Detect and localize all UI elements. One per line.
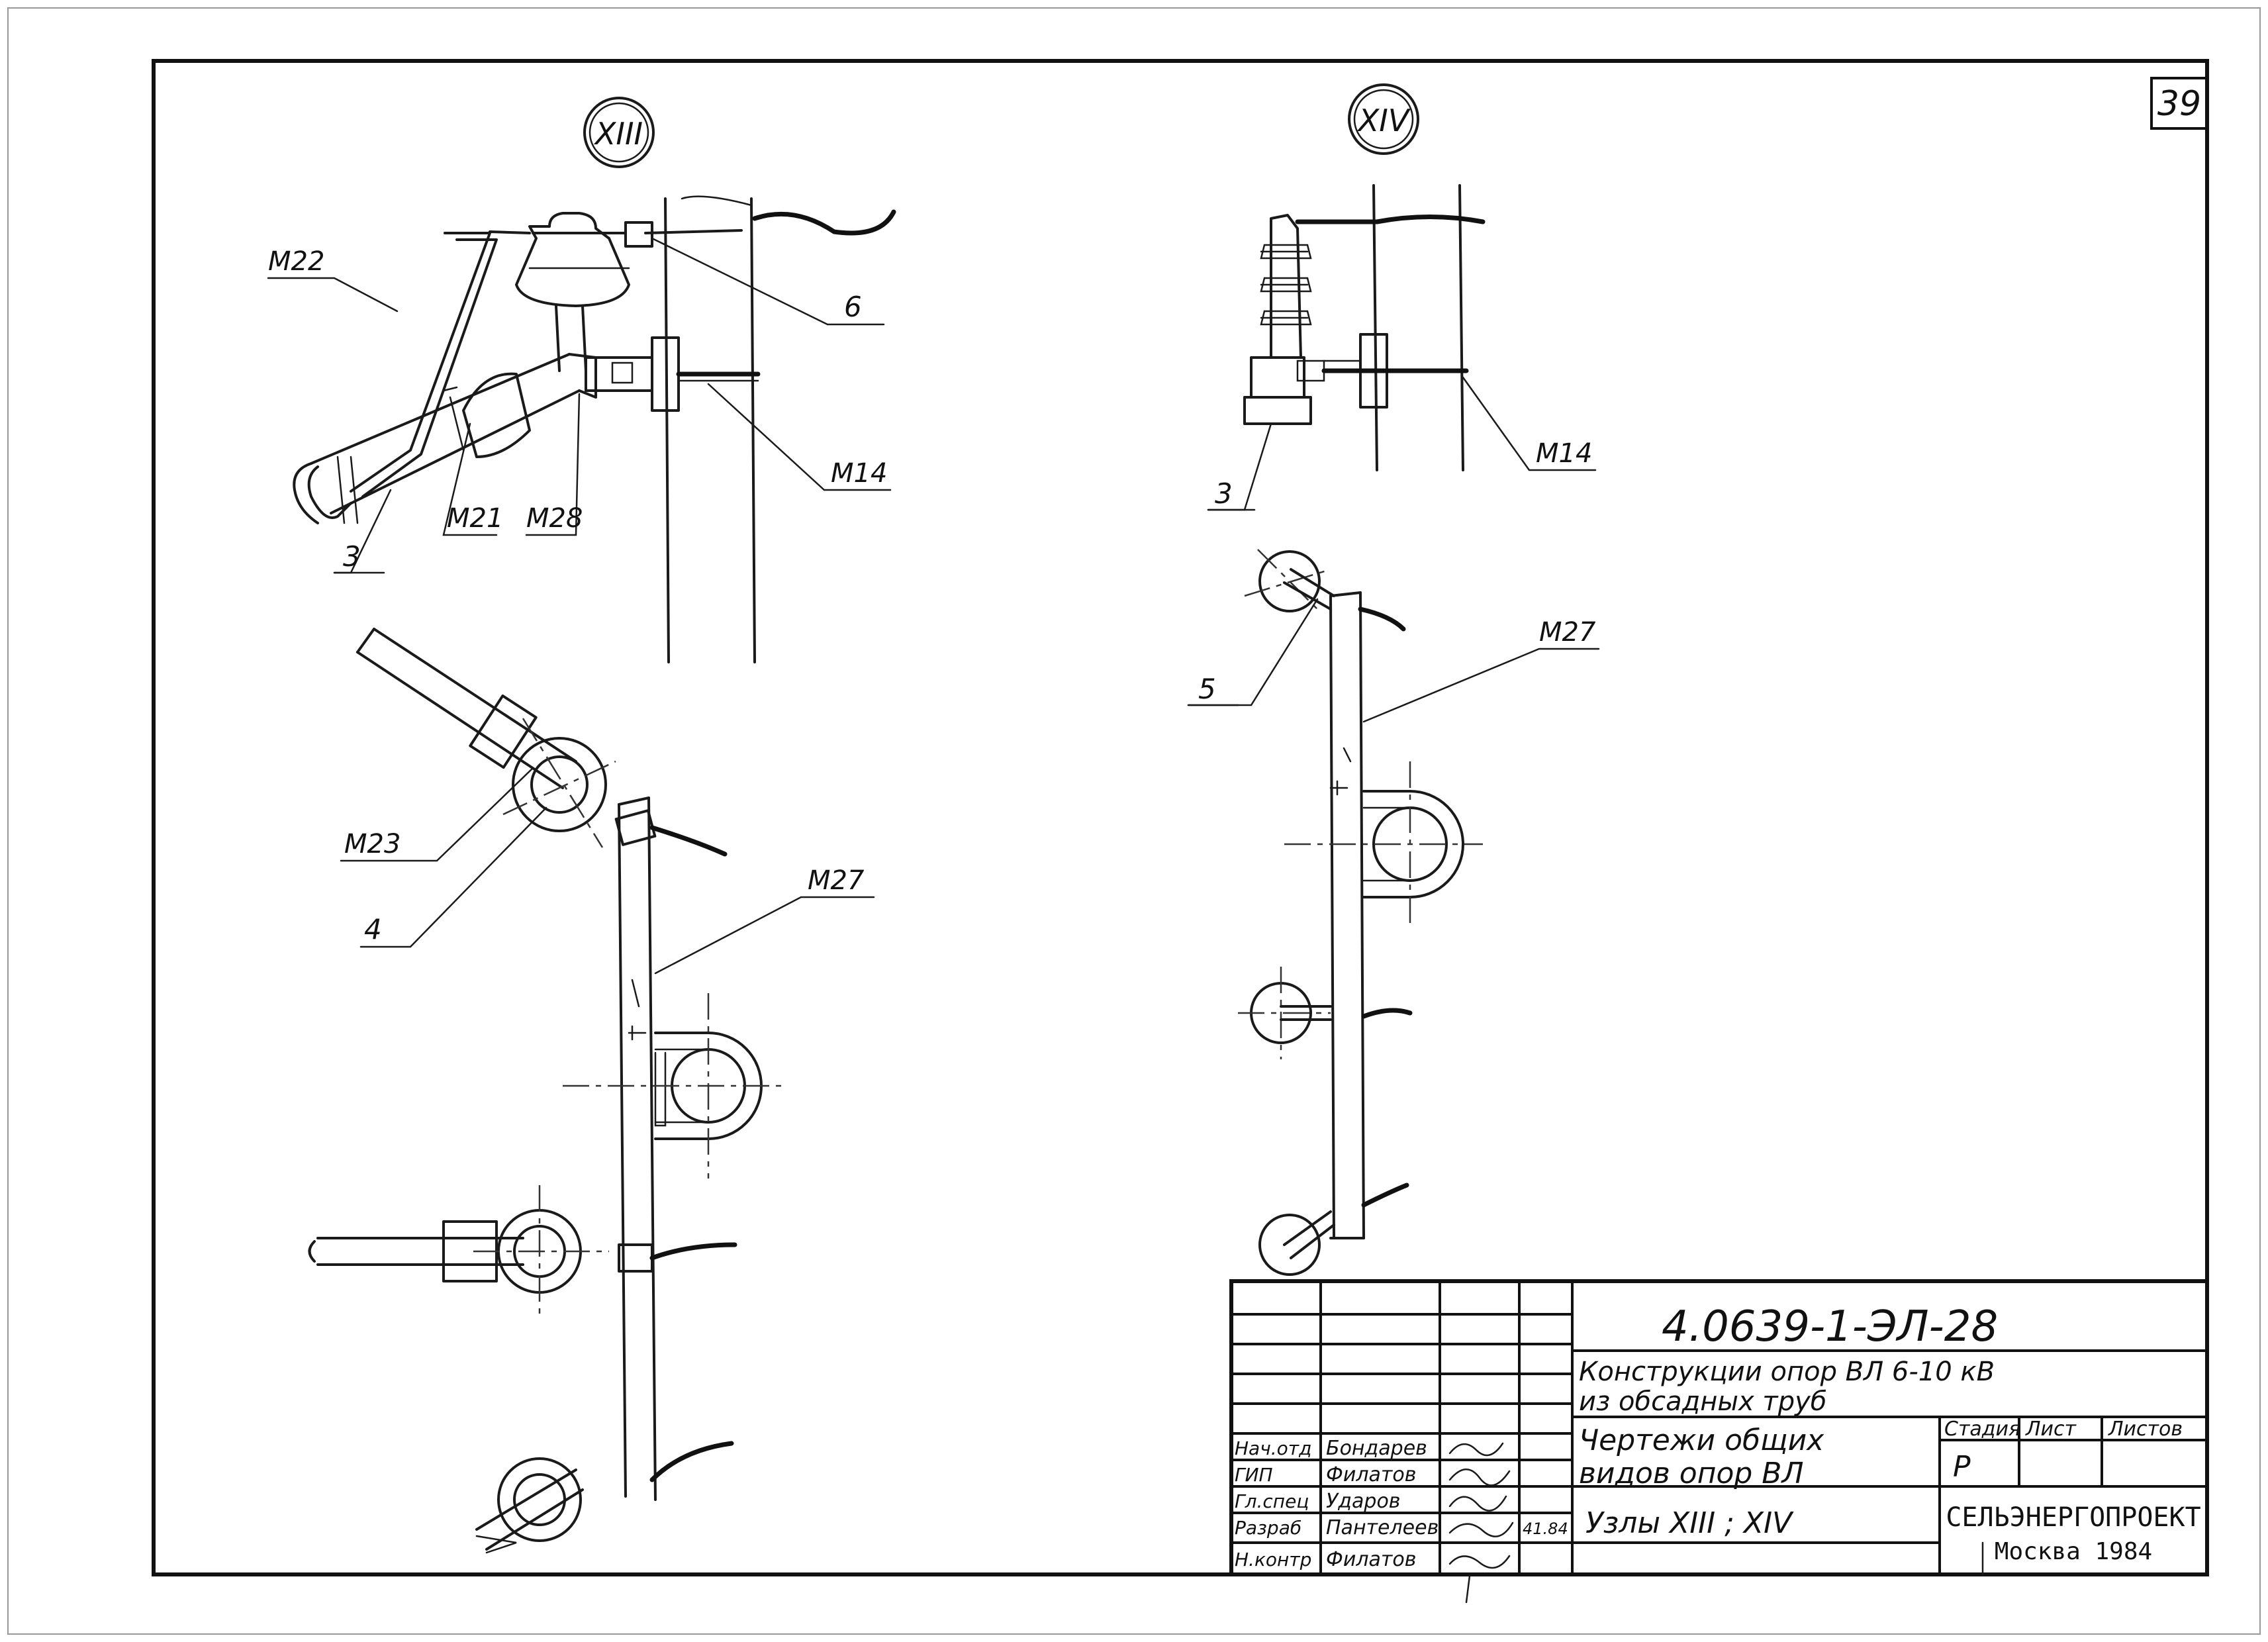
node-13-marker-text: XIII	[594, 116, 643, 152]
node-14-insulator	[1243, 214, 1469, 425]
staff-name: Бондарев	[1326, 1437, 1427, 1460]
node-13-clamp	[585, 336, 761, 412]
sheet-title-line-2: видов опор ВЛ	[1579, 1457, 1804, 1490]
staff-name: Филатов	[1326, 1463, 1416, 1486]
node-13-crossarm	[293, 353, 597, 524]
trim-border	[7, 7, 2261, 1635]
sheet-number: 39	[2157, 84, 2201, 124]
label-pos4: 4	[364, 913, 382, 945]
node-13-plan-fittings	[308, 628, 781, 1554]
staff-name: Филатов	[1326, 1548, 1416, 1571]
sheet-subject: Узлы XIII ; XIV	[1585, 1506, 1794, 1540]
staff-name: Пантелеев	[1326, 1516, 1439, 1539]
project-line-2: из обсадных труб	[1579, 1386, 1826, 1417]
node-13-insulator	[489, 209, 896, 372]
label-14-m14: М14	[1536, 438, 1592, 469]
signature	[1448, 1442, 1504, 1457]
label-pos3: 3	[343, 540, 361, 573]
signature	[1448, 1555, 1511, 1569]
city-year: Москва 1984	[1995, 1538, 2152, 1565]
signature	[1448, 1521, 1514, 1537]
staff-role: Нач.отд	[1235, 1437, 1311, 1459]
staff-role: Разраб	[1235, 1517, 1301, 1539]
organization: СЕЛЬЭНЕРГОПРОЕКТ	[1946, 1502, 2200, 1533]
label-m22: М22	[268, 246, 324, 277]
label-m27-b: М27	[1539, 617, 1596, 648]
signature	[1448, 1469, 1511, 1486]
project-line-1: Конструкции опор ВЛ 6-10 кВ	[1579, 1357, 1995, 1387]
stage-header: Стадия	[1944, 1418, 2020, 1441]
label-m21: М21	[447, 503, 503, 534]
node-14-marker: XIV	[1348, 83, 1419, 155]
node-14-marker-text: XIV	[1357, 103, 1411, 138]
node-13-plan-crossarm	[614, 797, 657, 1501]
staff-role: Н.контр	[1235, 1549, 1311, 1570]
node-14-callouts: 3 М14	[1207, 376, 1597, 511]
drawing-frame	[152, 59, 2209, 1576]
staff-role: ГИП	[1235, 1464, 1273, 1486]
node-13-brace	[350, 232, 498, 498]
sheet-title-line-1: Чертежи общих	[1579, 1424, 1824, 1457]
staff-role: Гл.спец	[1235, 1490, 1309, 1512]
node-13-pole	[664, 195, 756, 663]
label-14-pos5: 5	[1198, 673, 1216, 705]
document-code: 4.0639-1-ЭЛ-28	[1662, 1302, 1998, 1351]
sheet-number-box: 39	[2150, 77, 2208, 130]
node-14-pole	[1295, 184, 1486, 471]
label-14-pos3: 3	[1215, 477, 1233, 510]
sheet-header: Лист	[2025, 1418, 2077, 1441]
sheets-header: Листов	[2108, 1418, 2183, 1441]
stage-value: Р	[1953, 1450, 1971, 1484]
signature	[1448, 1495, 1507, 1512]
label-m14: М14	[831, 458, 887, 489]
node-14-plan-crossarm	[1238, 549, 1483, 1276]
node-13-callouts: М22 6 М14 3 М21 М28	[267, 237, 892, 574]
label-m28: М28	[526, 503, 583, 534]
title-block: 4.0639-1-ЭЛ-28 Конструкции опор ВЛ 6-10 …	[1229, 1279, 2209, 1604]
node-13-plan-callouts: М23 4 М27	[340, 767, 875, 975]
node-13-marker: XIII	[583, 97, 655, 168]
staff-name: Ударов	[1326, 1490, 1401, 1513]
label-m27-a: М27	[808, 865, 865, 896]
label-m23: М23	[344, 829, 401, 859]
node-14-plan-callouts: 5 М27	[1187, 598, 1600, 723]
label-pos6: 6	[844, 291, 862, 323]
approval-date: 41.84	[1523, 1520, 1568, 1538]
